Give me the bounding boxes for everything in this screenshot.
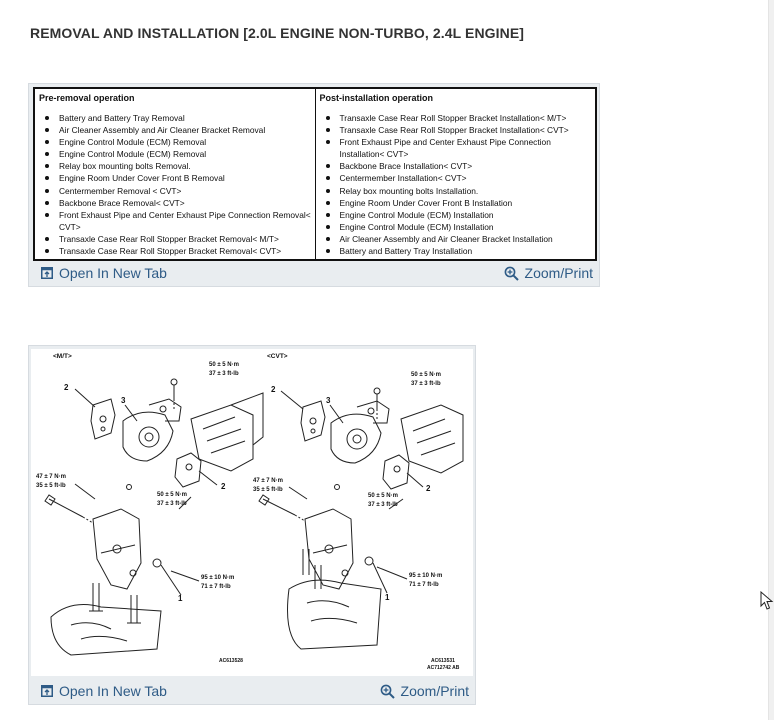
cvt-callout-1: 1 [385,593,390,602]
open-in-new-tab-link[interactable]: Open In New Tab [41,683,167,699]
mt-torque-bottom-1: 95 ± 10 N·m [201,575,234,581]
open-in-new-tab-icon [41,685,53,697]
list-item: Relay box mounting bolts Removal. [45,160,315,172]
mt-callout-1: 1 [178,594,183,603]
pre-removal-column: Pre-removal operation Battery and Batter… [35,89,315,259]
card-footer: Open In New Tab Zoom/Print [29,678,475,704]
cvt-torque-top-1: 50 ± 5 N·m [411,372,441,378]
list-item: Air Cleaner Assembly and Air Cleaner Bra… [45,124,315,136]
list-item: Engine Control Module (ECM) Removal [45,148,315,160]
post-installation-list: Transaxle Case Rear Roll Stopper Bracket… [320,112,596,257]
cvt-torque-bottom-1: 95 ± 10 N·m [409,573,442,579]
zoom-print-link[interactable]: Zoom/Print [380,683,469,699]
cvt-variant-label: <CVT> [267,353,288,360]
cvt-diagram-code-2: AC712742 AB [427,665,460,671]
cvt-torque-top-2: 37 ± 3 ft-lb [411,381,441,387]
mt-torque-left-2: 35 ± 5 ft-lb [36,483,66,489]
zoom-in-icon [504,266,519,281]
cvt-torque-left-2: 35 ± 5 ft-lb [253,487,283,493]
list-item: Battery and Battery Tray Removal [45,112,315,124]
mt-diagram: <M/T> 50 ± 5 N·m 37 ± 3 ft-lb 2 3 2 47 ±… [36,353,264,664]
mt-torque-mid-2: 37 ± 3 ft-lb [157,501,187,507]
mt-torque-top-2: 37 ± 3 ft-lb [209,371,239,377]
zoom-in-icon [380,684,395,699]
operations-table: Pre-removal operation Battery and Batter… [33,87,597,261]
list-item: Engine Room Under Cover Front B Installa… [325,197,596,209]
open-in-new-tab-label: Open In New Tab [59,265,167,281]
open-in-new-tab-label: Open In New Tab [59,683,167,699]
cvt-diagram-code-1: AC613531 [431,658,455,664]
post-installation-header: Post-installation operation [319,93,434,103]
mt-diagram-code: AC613528 [219,658,243,664]
cvt-callout-2b: 2 [426,484,431,493]
list-item: Backbone Brace Removal< CVT> [45,197,315,209]
open-in-new-tab-icon [41,267,53,279]
card-footer: Open In New Tab Zoom/Print [29,260,599,286]
zoom-print-link[interactable]: Zoom/Print [504,265,593,281]
list-item: Front Exhaust Pipe and Center Exhaust Pi… [325,136,596,160]
mt-variant-label: <M/T> [53,353,72,360]
list-item: Air Cleaner Assembly and Air Cleaner Bra… [325,233,596,245]
cvt-torque-left-1: 47 ± 7 N·m [253,478,283,484]
engine-mount-diagram: <M/T> 50 ± 5 N·m 37 ± 3 ft-lb 2 3 2 47 ±… [31,349,473,676]
list-item: Transaxle Case Rear Roll Stopper Bracket… [325,124,596,136]
cvt-torque-bottom-2: 71 ± 7 ft-lb [409,582,439,588]
diagram-image-card: <M/T> 50 ± 5 N·m 37 ± 3 ft-lb 2 3 2 47 ±… [28,345,476,705]
pre-removal-list: Battery and Battery Tray Removal Air Cle… [39,112,315,257]
list-item: Transaxle Case Rear Roll Stopper Bracket… [325,112,596,124]
cvt-callout-3: 3 [326,396,331,405]
mt-callout-2b: 2 [221,482,226,491]
post-installation-column: Post-installation operation Transaxle Ca… [314,89,596,259]
scrollbar-edge [768,0,774,720]
table-image-card: Pre-removal operation Battery and Batter… [28,83,600,287]
list-item: Centermember Removal < CVT> [45,185,315,197]
mt-torque-mid-1: 50 ± 5 N·m [157,492,187,498]
cvt-torque-mid-2: 37 ± 3 ft-lb [368,502,398,508]
list-item: Front Exhaust Pipe and Center Exhaust Pi… [45,209,315,233]
cvt-torque-mid-1: 50 ± 5 N·m [368,493,398,499]
pre-removal-header: Pre-removal operation [39,93,135,103]
list-item: Engine Control Module (ECM) Installation [325,209,596,221]
mt-callout-2a: 2 [64,383,69,392]
list-item: Centermember Installation< CVT> [325,172,596,184]
list-item: Relay box mounting bolts Installation. [325,185,596,197]
zoom-print-label: Zoom/Print [524,265,593,281]
mt-torque-top-1: 50 ± 5 N·m [209,362,239,368]
list-item: Transaxle Case Rear Roll Stopper Bracket… [45,245,315,257]
open-in-new-tab-link[interactable]: Open In New Tab [41,265,167,281]
list-item: Battery and Battery Tray Installation [325,245,596,257]
list-item: Engine Control Module (ECM) Removal [45,136,315,148]
cvt-callout-2a: 2 [271,385,276,394]
zoom-print-label: Zoom/Print [400,683,469,699]
mt-torque-left-1: 47 ± 7 N·m [36,474,66,480]
cvt-diagram: <CVT> 50 ± 5 N·m 37 ± 3 ft-lb 2 3 2 47 ±… [253,353,464,671]
mt-torque-bottom-2: 71 ± 7 ft-lb [201,584,231,590]
mouse-pointer-icon [760,591,774,610]
list-item: Backbone Brace Installation< CVT> [325,160,596,172]
list-item: Engine Control Module (ECM) Installation [325,221,596,233]
list-item: Transaxle Case Rear Roll Stopper Bracket… [45,233,315,245]
mt-callout-3: 3 [121,396,126,405]
list-item: Engine Room Under Cover Front B Removal [45,172,315,184]
page-title: REMOVAL AND INSTALLATION [2.0L ENGINE NO… [30,25,525,41]
